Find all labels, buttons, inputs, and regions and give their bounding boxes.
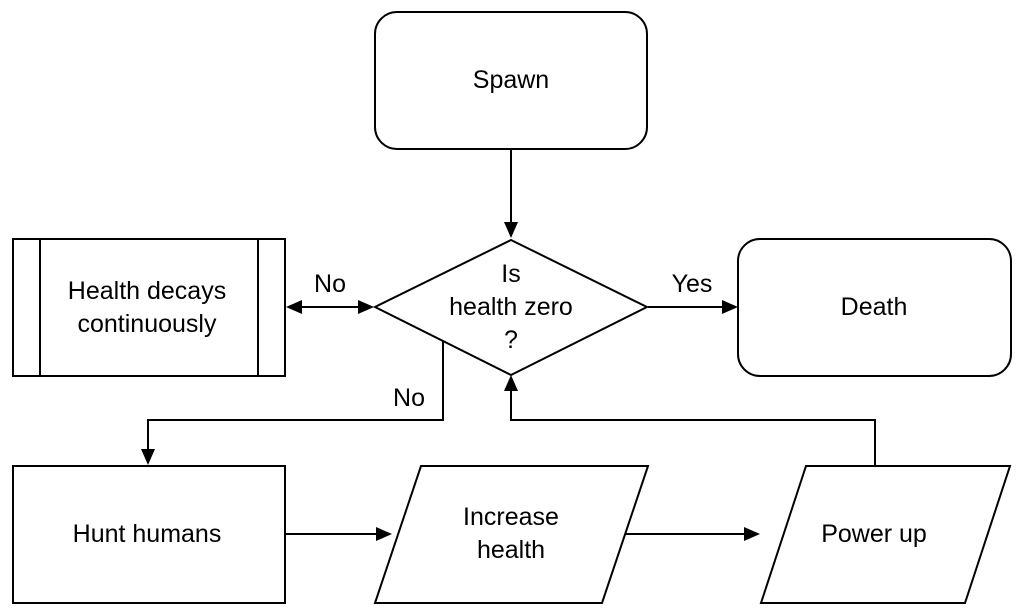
- node-power-up: Power up: [759, 465, 1012, 604]
- node-death: Death: [737, 238, 1012, 377]
- node-decision-line1: Is: [501, 260, 520, 288]
- edge-label-no-down: No: [393, 384, 425, 412]
- edge-power-to-decision: [504, 375, 876, 465]
- node-decision: Is health zero ?: [372, 238, 650, 377]
- node-decision-line3: ?: [504, 326, 518, 354]
- edge-label-yes-right: Yes: [672, 270, 713, 298]
- node-hunt-humans-label: Hunt humans: [73, 520, 222, 548]
- node-increase-health-line2: health: [477, 536, 545, 564]
- node-health-decays-line2: continuously: [78, 310, 217, 338]
- edge-increase-to-power: [625, 527, 760, 541]
- edge-spawn-to-decision: [504, 150, 518, 238]
- node-hunt-humans: Hunt humans: [12, 465, 286, 604]
- node-increase-health: Increase health: [373, 465, 650, 604]
- edge-hunt-to-increase: [286, 527, 392, 541]
- node-health-decays-line1: Health decays: [68, 277, 226, 305]
- node-increase-health-line1: Increase: [463, 503, 559, 531]
- node-decision-line2: health zero: [449, 293, 573, 321]
- node-death-label: Death: [841, 293, 908, 321]
- edge-label-no-left: No: [314, 270, 346, 298]
- edge-decision-to-hunt: [141, 341, 444, 465]
- node-spawn: Spawn: [374, 11, 648, 150]
- node-spawn-label: Spawn: [473, 66, 549, 94]
- node-health-decays: Health decays continuously: [12, 238, 286, 377]
- node-power-up-label: Power up: [821, 520, 927, 548]
- edge-decision-decay-bidirectional: [286, 300, 374, 314]
- edge-decision-to-death: [648, 300, 738, 314]
